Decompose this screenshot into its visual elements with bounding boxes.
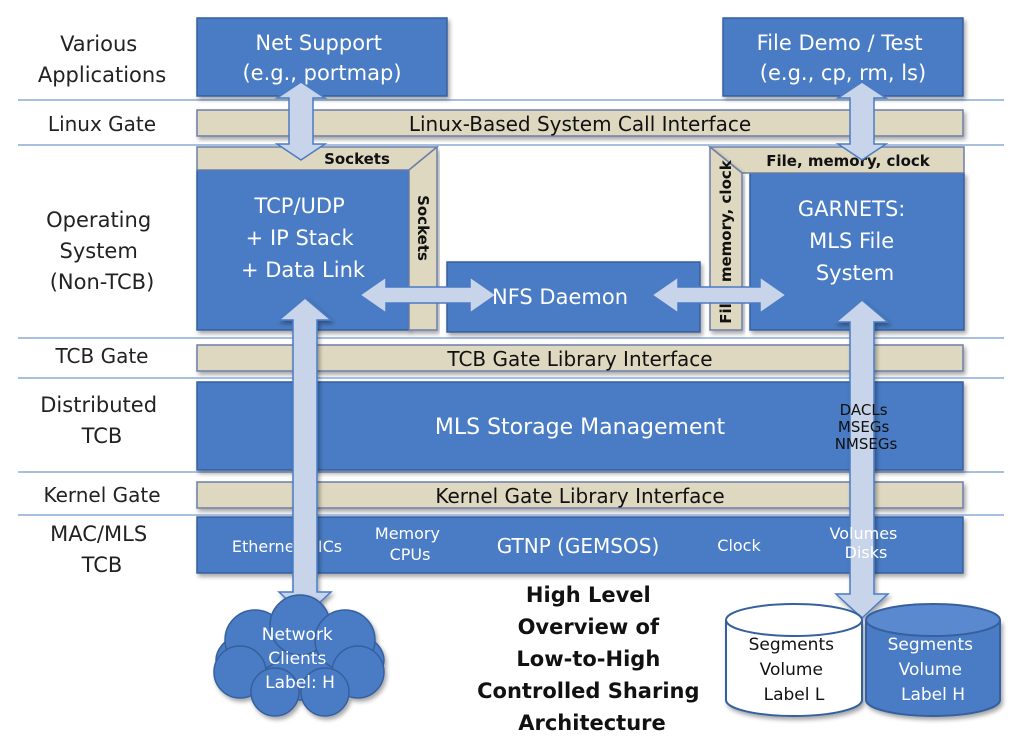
svg-text:File Demo / Test (e.g.,: File Demo / Test (e.g., cp, rm, ls) bbox=[757, 31, 930, 85]
svg-text:MLS Storage Management: MLS Storage Management bbox=[435, 415, 726, 440]
sockets-frame: Sockets Sockets bbox=[196, 145, 440, 331]
fmc-top-label: File, memory, clock bbox=[766, 152, 931, 170]
sockets-side-label: Sockets bbox=[414, 195, 432, 261]
gtnp-label: GTNP (GEMSOS) bbox=[497, 534, 660, 558]
volume-l-cylinder: Segments Volume Label L bbox=[725, 603, 863, 717]
network-clients-cloud: Network Clients Label: H bbox=[213, 594, 385, 717]
gtnp-box: Ethernet NICs Memory CPUs GTNP (GEMSOS) … bbox=[196, 516, 964, 574]
svg-text:Linux-Based System Call Interf: Linux-Based System Call Interface bbox=[409, 112, 751, 136]
memory-cpus-label: Memory CPUs bbox=[375, 524, 445, 564]
svg-text:GARNETS: MLS File: GARNETS: MLS File System bbox=[798, 197, 912, 285]
nfs-left-arrow bbox=[358, 275, 498, 315]
svg-text:Net Support (e.g., portm: Net Support (e.g., portmap) bbox=[242, 31, 401, 85]
volume-h-cylinder: Segments Volume Label H bbox=[865, 603, 1001, 717]
layer-mac-mls-tcb-label: MAC/MLS TCB bbox=[50, 522, 154, 577]
svg-text:Kernel Gate Library Interface: Kernel Gate Library Interface bbox=[435, 484, 724, 508]
volumes-disks-label: Volumes Disks bbox=[830, 524, 903, 562]
clock-label: Clock bbox=[717, 536, 761, 555]
ethernet-label: Ethernet NICs bbox=[232, 537, 342, 556]
svg-text:TCP/UDP + IP Stack: TCP/UDP + IP Stack + Data Link bbox=[241, 194, 366, 282]
dacls-label: DACLs MSEGs NMSEGs bbox=[835, 401, 898, 453]
file-memory-clock-frame: File, memory, clock File, memory, clock bbox=[707, 145, 965, 331]
file-demo-arrow bbox=[835, 81, 889, 161]
diagram-caption: High Level Overview of Low-to-High Contr… bbox=[477, 583, 707, 735]
layer-distributed-tcb-label: Distributed TCB bbox=[40, 393, 163, 448]
svg-text:Segments Volume La: Segments Volume Label H bbox=[888, 635, 979, 705]
net-support-arrow bbox=[274, 81, 328, 161]
fmc-side-label: File, memory, clock bbox=[717, 159, 735, 324]
layer-tcb-gate-label: TCB Gate bbox=[55, 344, 149, 368]
layer-applications-label: Various Applications bbox=[38, 32, 166, 87]
svg-text:Network Clients La: Network Clients Label: H bbox=[262, 625, 338, 693]
layer-operating-system-label: Operating System (Non-TCB) bbox=[46, 208, 158, 294]
tcb-interface-bar: TCB Gate Library Interface bbox=[196, 344, 964, 372]
svg-text:Segments Volume La: Segments Volume Label L bbox=[749, 635, 840, 705]
kernel-interface-bar: Kernel Gate Library Interface bbox=[196, 481, 964, 509]
file-demo-box: File Demo / Test (e.g., cp, rm, ls) bbox=[722, 17, 964, 97]
net-support-box: Net Support (e.g., portmap) bbox=[196, 17, 448, 97]
svg-text:TCB Gate Library Interface: TCB Gate Library Interface bbox=[446, 347, 712, 371]
mls-storage-box: MLS Storage Management bbox=[196, 381, 964, 471]
linux-interface-bar: Linux-Based System Call Interface bbox=[196, 109, 964, 137]
sockets-top-label: Sockets bbox=[324, 150, 390, 168]
layer-kernel-gate-label: Kernel Gate bbox=[43, 483, 160, 507]
nfs-daemon-label: NFS Daemon bbox=[492, 285, 628, 309]
nfs-right-arrow bbox=[650, 275, 788, 315]
layer-linux-gate-label: Linux Gate bbox=[48, 112, 156, 136]
